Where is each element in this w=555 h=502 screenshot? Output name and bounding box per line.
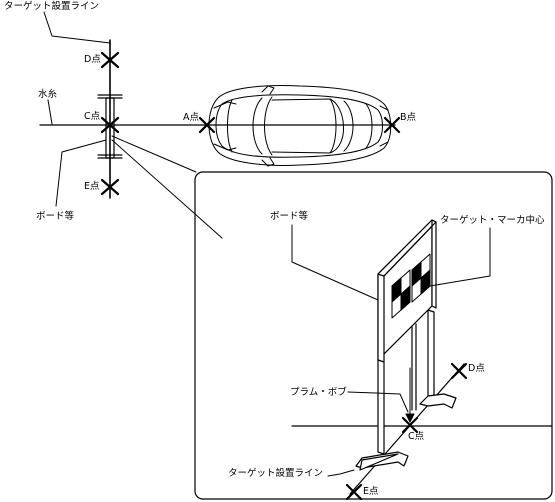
target-line-detail-leader [327, 469, 355, 477]
water-line-leader [47, 99, 53, 125]
target-marker-right [411, 253, 431, 303]
label-detail-point-c: C点 [408, 431, 425, 442]
target-line-leader [43, 11, 111, 44]
detail-box [194, 171, 553, 500]
label-point-d: D点 [84, 54, 101, 65]
label-target-line-top: ターゲット設置ライン [4, 1, 100, 12]
marker-center-leader [429, 227, 491, 287]
label-board-left: ボード等 [36, 211, 75, 222]
detail-x-mark-d [450, 362, 468, 380]
plumb-bob-leader [347, 391, 409, 413]
label-point-b: B点 [400, 112, 417, 123]
board-leader [55, 139, 107, 207]
x-mark-e [100, 178, 120, 196]
board-detail-leader [291, 224, 379, 301]
label-plumb-bob: プラム・ボブ [290, 387, 347, 398]
plumb-bob [405, 413, 415, 423]
label-point-e: E点 [84, 181, 100, 192]
x-mark-c [100, 116, 120, 134]
label-target-line-detail: ターゲット設置ライン [228, 468, 324, 479]
zoom-line-upper [111, 135, 197, 173]
x-mark-b [383, 116, 401, 134]
label-board-detail: ボード等 [270, 211, 309, 222]
car-top-view [208, 85, 392, 167]
detail-x-mark-c [401, 416, 419, 434]
label-detail-point-d: D点 [468, 363, 485, 374]
x-mark-d [100, 51, 120, 69]
label-point-a: A点 [183, 112, 199, 123]
board-stand [355, 309, 457, 471]
zoom-line-lower [111, 139, 223, 239]
label-point-c: C点 [84, 111, 101, 122]
x-mark-a [198, 116, 216, 134]
label-water-line: 水糸 [38, 89, 58, 100]
target-marker-left [391, 269, 411, 319]
label-detail-point-e: E点 [363, 486, 379, 497]
detail-x-mark-e [345, 483, 363, 501]
label-target-marker-center: ターゲット・マーカ中心 [440, 215, 545, 226]
